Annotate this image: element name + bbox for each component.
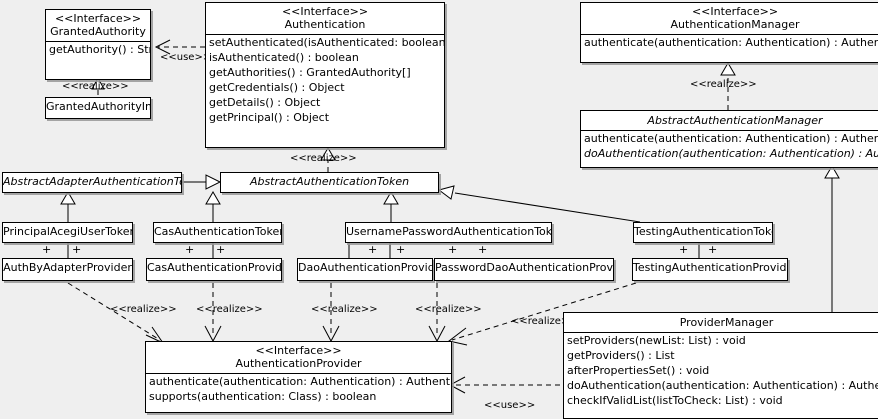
operation: getAuthority() : String bbox=[49, 43, 150, 56]
operation: authenticate(authentication: Authenticat… bbox=[584, 36, 878, 49]
divider bbox=[581, 34, 878, 35]
stereotype-label: <<Interface>> bbox=[255, 344, 342, 357]
multiplicity-marker: + bbox=[478, 243, 488, 256]
multiplicity-marker: + bbox=[396, 243, 406, 256]
stereotype-label: <<Interface>> bbox=[54, 12, 142, 25]
operation: setProviders(newList: List) : void bbox=[567, 334, 746, 347]
class-cas-authentication-provider[interactable]: CasAuthenticationProvider bbox=[146, 258, 282, 281]
operation: authenticate(authentication: Authenticat… bbox=[584, 132, 878, 145]
class-auth-by-adapter-provider[interactable]: AuthByAdapterProvider bbox=[2, 258, 133, 281]
class-abstract-authentication-manager[interactable]: AbstractAuthenticationManager authentica… bbox=[580, 110, 878, 168]
divider bbox=[46, 41, 150, 42]
class-name: ProviderManager bbox=[679, 316, 774, 329]
edge-label-use-granted-authority: <<use>> bbox=[160, 52, 212, 63]
class-provider-manager[interactable]: ProviderManager setProviders(newList: Li… bbox=[563, 312, 878, 419]
class-header: ProviderManager bbox=[564, 313, 878, 332]
class-password-dao-authentication-provider[interactable]: PasswordDaoAuthenticationProvider bbox=[434, 258, 614, 281]
multiplicity-marker: + bbox=[448, 243, 458, 256]
class-principal-acegi-user-token[interactable]: PrincipalAcegiUserToken bbox=[2, 222, 133, 243]
edge-label-realize-auth-by-adapter: <<realize>> bbox=[110, 304, 177, 315]
class-cas-authentication-token[interactable]: CasAuthenticationToken bbox=[153, 222, 282, 243]
edge-label-realize-dao: <<realize>> bbox=[311, 304, 378, 315]
class-name: GrantedAuthority bbox=[50, 25, 146, 38]
divider bbox=[146, 373, 451, 374]
class-name: AuthenticationManager bbox=[670, 18, 800, 31]
class-header: AbstractAuthenticationManager bbox=[581, 111, 878, 130]
operation: getAuthorities() : GrantedAuthority[] bbox=[209, 66, 411, 79]
operations-compartment: setProviders(newList: List) : void getPr… bbox=[564, 333, 878, 408]
divider bbox=[564, 332, 878, 333]
operations-compartment: setAuthenticated(isAuthenticated: boolea… bbox=[206, 35, 444, 125]
operations-compartment: authenticate(authentication: Authenticat… bbox=[581, 131, 878, 161]
operation: setAuthenticated(isAuthenticated: boolea… bbox=[209, 36, 444, 49]
operation: doAuthentication(authentication: Authent… bbox=[584, 147, 878, 160]
operations-compartment: authenticate(authentication: Authenticat… bbox=[581, 35, 878, 50]
stereotype-label: <<Interface>> bbox=[691, 5, 779, 18]
class-abstract-authentication-token[interactable]: AbstractAuthenticationToken bbox=[220, 172, 439, 193]
class-username-password-authentication-token[interactable]: UsernamePasswordAuthenticationToken bbox=[345, 222, 552, 243]
class-header: <<Interface>> AuthenticationManager bbox=[581, 3, 878, 34]
edge-label-realize-granted-authority-impl: <<realize>> bbox=[62, 81, 129, 92]
class-dao-authentication-provider[interactable]: DaoAuthenticationProvider bbox=[297, 258, 433, 281]
multiplicity-marker: + bbox=[185, 243, 195, 256]
class-testing-authentication-provider[interactable]: TestingAuthenticationProvider bbox=[632, 258, 788, 281]
operation: authenticate(authentication: Authenticat… bbox=[149, 375, 451, 388]
operation: getDetails() : Object bbox=[209, 96, 321, 109]
operation: afterPropertiesSet() : void bbox=[567, 364, 710, 377]
operation: doAuthentication(authentication: Authent… bbox=[567, 379, 878, 392]
stereotype-label: <<Interface>> bbox=[281, 5, 369, 18]
class-name: AbstractAuthenticationManager bbox=[647, 114, 823, 127]
multiplicity-marker: + bbox=[42, 243, 52, 256]
class-testing-authentication-token[interactable]: TestingAuthenticationToken bbox=[633, 222, 773, 243]
class-authentication-provider[interactable]: <<Interface>> AuthenticationProvider aut… bbox=[145, 341, 452, 413]
class-granted-authority-impl[interactable]: GrantedAuthorityImpl bbox=[45, 97, 151, 119]
operations-compartment: getAuthority() : String bbox=[46, 42, 150, 57]
operations-compartment: authenticate(authentication: Authenticat… bbox=[146, 374, 451, 404]
class-header: <<Interface>> GrantedAuthority bbox=[46, 10, 150, 41]
class-header: <<Interface>> AuthenticationProvider bbox=[146, 342, 451, 373]
divider bbox=[206, 34, 444, 35]
operation: checkIfValidList(listToCheck: List) : vo… bbox=[567, 394, 783, 407]
class-granted-authority[interactable]: <<Interface>> GrantedAuthority getAuthor… bbox=[45, 9, 151, 80]
edge-label-realize-cas: <<realize>> bbox=[196, 304, 263, 315]
class-name: Authentication bbox=[284, 18, 366, 31]
class-abstract-adapter-authentication-token[interactable]: AbstractAdapterAuthenticationToken bbox=[2, 172, 182, 193]
operation: getProviders() : List bbox=[567, 349, 675, 362]
class-name: AuthenticationProvider bbox=[235, 357, 362, 370]
operation: getCredentials() : Object bbox=[209, 81, 345, 94]
operation: supports(authentication: Class) : boolea… bbox=[149, 390, 377, 403]
multiplicity-marker: + bbox=[708, 243, 718, 256]
operation: isAuthenticated() : boolean bbox=[209, 51, 359, 64]
edge-label-realize-password-dao: <<realize>> bbox=[415, 304, 482, 315]
edge-label-use-provider-manager: <<use>> bbox=[484, 400, 536, 411]
class-authentication-manager[interactable]: <<Interface>> AuthenticationManager auth… bbox=[580, 2, 878, 63]
multiplicity-marker: + bbox=[72, 243, 82, 256]
class-authentication[interactable]: <<Interface>> Authentication setAuthenti… bbox=[205, 2, 445, 148]
multiplicity-marker: + bbox=[368, 243, 378, 256]
multiplicity-marker: + bbox=[679, 243, 689, 256]
divider bbox=[581, 130, 878, 131]
multiplicity-marker: + bbox=[216, 243, 226, 256]
operation: getPrincipal() : Object bbox=[209, 111, 330, 124]
edge-label-realize-authentication-manager: <<realize>> bbox=[690, 79, 757, 90]
edge-label-realize-abstract-authentication-token: <<realize>> bbox=[290, 153, 357, 164]
class-header: <<Interface>> Authentication bbox=[206, 3, 444, 34]
